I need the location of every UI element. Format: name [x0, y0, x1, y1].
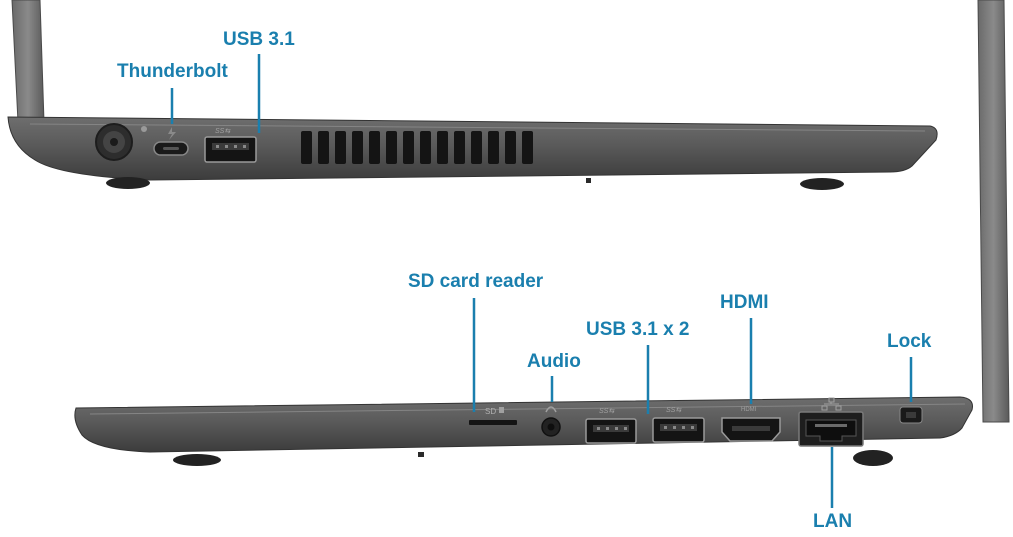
usb-logo-marking: SS⇆ [599, 408, 615, 415]
lan-port [798, 411, 864, 447]
usb-a-port-2 [652, 417, 705, 443]
vent-slot [318, 131, 329, 164]
usb31-label: USB 3.1 [223, 29, 295, 50]
vent-slot [522, 131, 533, 164]
audio-label: Audio [527, 351, 581, 372]
power-led-icon [141, 126, 147, 132]
usb-a-port [204, 136, 257, 163]
usb-logo-marking: SS⇆ [666, 407, 682, 414]
vent-slot [335, 131, 346, 164]
vent-slot [403, 131, 414, 164]
vent-slot [301, 131, 312, 164]
sd-marking: SD [485, 407, 496, 416]
vent-slot [420, 131, 431, 164]
hdmi-marking: HDMI [741, 407, 757, 413]
callout-leaders [170, 54, 913, 508]
thunderbolt-port [153, 141, 189, 156]
vent-slot [488, 131, 499, 164]
power-jack [95, 123, 133, 161]
bottom-laptop-foot [853, 450, 893, 466]
vent-slot [386, 131, 397, 164]
top-laptop-foot [106, 177, 150, 189]
usb-a-port-1 [585, 418, 637, 444]
audio-jack [541, 417, 561, 437]
thunderbolt-bolt-icon [168, 127, 176, 140]
bottom-laptop-foot [173, 454, 221, 466]
usb31x2-label: USB 3.1 x 2 [586, 319, 690, 340]
vent-slot [471, 131, 482, 164]
thunderbolt-label: Thunderbolt [117, 61, 228, 82]
lock-label: Lock [887, 331, 932, 352]
sd-lock-icon [499, 407, 504, 413]
vent-slot [352, 131, 363, 164]
hdmi-label: HDMI [720, 292, 769, 313]
bottom-laptop-lid [977, 0, 1010, 423]
vent-slot [437, 131, 448, 164]
top-laptop-lid [11, 0, 45, 123]
vent-slot [369, 131, 380, 164]
sd-card-slot [469, 420, 517, 425]
vent-slot [505, 131, 516, 164]
network-icon [821, 397, 842, 411]
headset-icon [545, 406, 557, 413]
lock-slot [899, 406, 923, 424]
top-laptop-foot [800, 178, 844, 190]
hdmi-port [721, 417, 781, 442]
air-vent [301, 131, 533, 164]
sd-card-reader-label: SD card reader [408, 271, 544, 292]
bottom-laptop: SD SS⇆ SS⇆ [74, 0, 1010, 466]
lan-label: LAN [813, 511, 853, 532]
vent-slot [454, 131, 465, 164]
top-laptop: SS⇆ [7, 0, 938, 190]
usb-logo-marking: SS⇆ [215, 128, 231, 135]
